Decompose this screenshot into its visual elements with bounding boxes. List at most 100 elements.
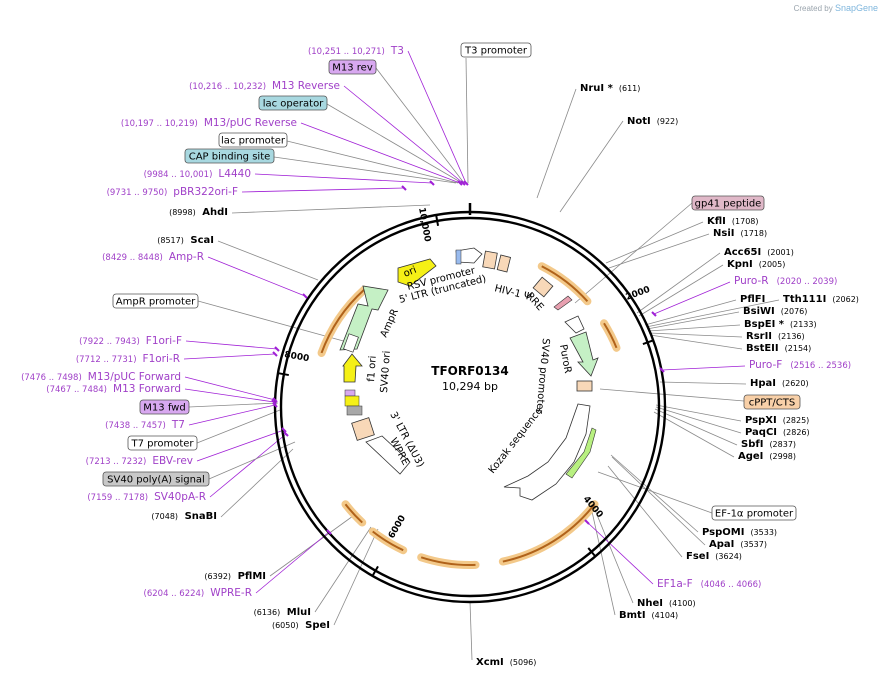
primer-puror[interactable]: Puro-R(2020 .. 2039) xyxy=(734,275,837,287)
site-pspomi[interactable]: PspOMI(3533) xyxy=(702,527,777,538)
primer-m13pucforward[interactable]: (7476 .. 7498)M13/pUC Forward xyxy=(21,371,181,383)
primer-f1orir[interactable]: (7712 .. 7731)F1ori-R xyxy=(76,353,180,365)
site-snabi[interactable]: (7048) SnaBI xyxy=(151,511,217,522)
primer-m13reverse[interactable]: (10,216 .. 10,232)M13 Reverse xyxy=(189,80,340,92)
site-nsii[interactable]: NsiI(1718) xyxy=(713,228,767,239)
site-kpni[interactable]: KpnI(2005) xyxy=(727,259,785,270)
puror-label: PuroR xyxy=(557,344,573,375)
wpre-feature[interactable] xyxy=(365,435,411,475)
box-label-text: lac promoter xyxy=(221,136,286,147)
cppt-feature[interactable] xyxy=(576,380,593,392)
sv40-promoter-feature[interactable] xyxy=(564,315,585,334)
site-noti[interactable]: NotI(922) xyxy=(627,116,678,127)
ltr3-feature[interactable] xyxy=(351,417,375,441)
primer-ebvrev[interactable]: (7213 .. 7232)EBV-rev xyxy=(86,455,193,467)
box-label-lac-promoter[interactable]: lac promoter xyxy=(218,132,288,148)
box-label-lac-operator[interactable]: lac operator xyxy=(258,95,328,111)
ring-tick xyxy=(435,215,440,226)
site-paqci[interactable]: PaqCI(2826) xyxy=(745,427,810,438)
site-bsteii[interactable]: BstEII(2154) xyxy=(746,343,811,354)
kozak-label: Kozak sequence xyxy=(487,405,545,475)
primer-m13forward[interactable]: (7467 .. 7484)M13 Forward xyxy=(46,383,181,395)
snapgene-logo-text: SnapGene xyxy=(834,3,878,13)
gp41-feature[interactable] xyxy=(553,295,573,311)
ring-tick-label: 8000 xyxy=(283,350,309,364)
hiv-psi-box[interactable] xyxy=(482,250,498,270)
site-sbfi[interactable]: SbfI(2837) xyxy=(741,439,796,450)
box-label-m13-rev[interactable]: M13 rev xyxy=(328,59,377,75)
site-pflfi[interactable]: PflFI xyxy=(740,294,765,305)
m13-fwd-block xyxy=(344,389,356,397)
box-label-text: SV40 poly(A) signal xyxy=(107,475,205,486)
sv40-ori-label: SV40 ori xyxy=(379,350,393,393)
site-tth111i[interactable]: Tth111I(2062) xyxy=(783,294,859,305)
site-hpai[interactable]: HpaI(2620) xyxy=(750,378,809,389)
site-nrui[interactable]: NruI *(611) xyxy=(580,83,640,94)
site-ahdi[interactable]: (8998) AhdI xyxy=(169,207,228,218)
rre-feature[interactable] xyxy=(532,276,554,298)
site-bspei[interactable]: BspEI *(2133) xyxy=(744,319,817,330)
plasmid-length: 10,294 bp xyxy=(442,380,498,393)
site-bmti[interactable]: BmtI(4104) xyxy=(619,610,678,621)
site-spei[interactable]: (6050) SpeI xyxy=(272,620,330,631)
primer-f1orif[interactable]: (7922 .. 7943)F1ori-F xyxy=(79,335,182,347)
box-label-cap-site[interactable]: CAP binding site xyxy=(184,148,275,164)
primer-ef1af[interactable]: EF1a-F(4046 .. 4066) xyxy=(657,578,761,590)
primer-pbr322orif[interactable]: (9731 .. 9750)pBR322ori-F xyxy=(107,186,238,198)
puror-feature[interactable] xyxy=(569,331,599,377)
primer-site-mark xyxy=(584,519,590,525)
site-xcmi[interactable]: XcmI(5096) xyxy=(476,657,536,668)
site-rsrii[interactable]: RsrII(2136) xyxy=(746,331,805,342)
ori-label: ori xyxy=(402,265,418,280)
f1-ori-feature[interactable] xyxy=(342,353,363,383)
polya-block xyxy=(346,405,363,416)
primer-site-mark xyxy=(272,397,278,403)
site-apai[interactable]: ApaI(3537) xyxy=(709,539,767,550)
box-label-ef1a-promoter[interactable]: EF-1α promoter xyxy=(711,505,797,521)
site-bsiwi[interactable]: BsiWI(2076) xyxy=(743,306,807,317)
ampr-promoter-feature[interactable] xyxy=(343,333,359,353)
sv40-ori-block xyxy=(344,395,360,407)
box-label-t7-promoter[interactable]: T7 promoter xyxy=(127,435,198,451)
kozak-feature[interactable] xyxy=(565,427,597,479)
box-label-cppt[interactable]: cPPT/CTS xyxy=(743,394,801,410)
primer-t7[interactable]: (7438 .. 7457)T7 xyxy=(105,419,185,431)
site-nhei[interactable]: NheI(4100) xyxy=(637,598,696,609)
site-kfli[interactable]: KflI(1708) xyxy=(707,216,759,227)
box-label-sv40-polya[interactable]: SV40 poly(A) signal xyxy=(102,471,210,487)
ori-feature[interactable] xyxy=(397,258,437,287)
box-label-text: cPPT/CTS xyxy=(749,398,795,409)
primer-l4440[interactable]: (9984 .. 10,001)L4440 xyxy=(144,168,251,180)
ring-tick-label: 2000 xyxy=(625,285,652,303)
site-pflmi[interactable]: (6392) PflMI xyxy=(204,571,266,582)
primer-t3[interactable]: (10,251 .. 10,271)T3 xyxy=(308,45,404,57)
backbone-inner xyxy=(279,216,661,598)
primer-ampr[interactable]: (8429 .. 8448)Amp-R xyxy=(102,251,204,263)
site-scai[interactable]: (8517) ScaI xyxy=(157,235,214,246)
ampr-feature[interactable] xyxy=(339,285,389,351)
ring-tick xyxy=(587,547,596,557)
f1-ori-label: f1 ori xyxy=(366,355,379,382)
box-label-gp41[interactable]: gp41 peptide xyxy=(691,195,765,211)
primer-site-mark xyxy=(401,185,407,191)
primer-wprer[interactable]: (6204 .. 6224)WPRE-R xyxy=(144,587,252,599)
box-label-ampr-promoter[interactable]: AmpR promoter xyxy=(112,293,199,309)
ampr-label: AmpR xyxy=(379,307,401,339)
box-label-m13-fwd[interactable]: M13 fwd xyxy=(139,399,190,415)
primer-sv40par[interactable]: (7159 .. 7178)SV40pA-R xyxy=(87,491,206,503)
box-label-text: lac operator xyxy=(263,99,324,110)
ef1a-inner-feature[interactable] xyxy=(503,403,591,501)
site-pspxi[interactable]: PspXI(2825) xyxy=(745,415,809,426)
primer-purof[interactable]: Puro-F(2516 .. 2536) xyxy=(749,359,851,371)
site-fsei[interactable]: FseI(3624) xyxy=(686,551,742,562)
box-label-t3-promoter[interactable]: T3 promoter xyxy=(460,42,532,58)
primer-site-mark xyxy=(281,427,287,433)
primer-m13pucreverse[interactable]: (10,197 .. 10,219)M13/pUC Reverse xyxy=(121,117,297,129)
arc-wpre-region-core xyxy=(372,530,404,552)
site-mlui[interactable]: (6136) MluI xyxy=(254,607,311,618)
ring-tick xyxy=(278,372,289,377)
arc-kozak-region[interactable] xyxy=(498,500,599,566)
site-acc65i[interactable]: Acc65I(2001) xyxy=(724,247,794,258)
site-agei[interactable]: AgeI(2998) xyxy=(738,451,796,462)
